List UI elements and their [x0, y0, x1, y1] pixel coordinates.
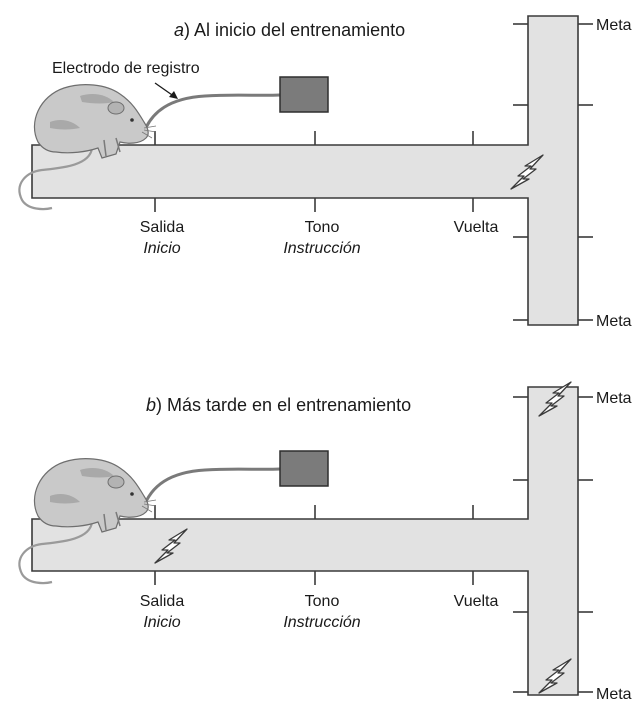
label-tone-a: Tono — [305, 219, 340, 236]
label-turn-a: Vuelta — [454, 219, 499, 236]
label-start-sub-a: Inicio — [143, 240, 180, 257]
arm-ticks-a — [513, 23, 593, 321]
recording-device-icon — [279, 450, 329, 487]
t-maze-a — [31, 15, 579, 326]
label-start-b: Salida — [140, 593, 185, 610]
electrode-wire-b — [140, 467, 281, 513]
panel-a: Electrodo de registro a) Al inicio del e… — [18, 15, 632, 330]
label-tone-sub-b: Instrucción — [283, 614, 360, 631]
panel-b: b) Más tarde en el entrenamiento Salida … — [18, 381, 632, 703]
recording-device-icon — [279, 76, 329, 113]
label-goal-top-a: Meta — [596, 17, 632, 34]
corridor-ticks-b — [154, 505, 474, 585]
panel-b-caption: b) Más tarde en el entrenamiento — [146, 395, 411, 415]
electrode-label: Electrodo de registro — [52, 60, 200, 77]
label-tone-b: Tono — [305, 593, 340, 610]
electrode-wire-a — [140, 93, 281, 139]
arm-ticks-b — [513, 396, 593, 693]
electrode-arrow — [154, 82, 178, 99]
label-goal-bottom-b: Meta — [596, 686, 632, 703]
label-turn-b: Vuelta — [454, 593, 499, 610]
label-goal-bottom-a: Meta — [596, 313, 632, 330]
label-start-a: Salida — [140, 219, 185, 236]
label-start-sub-b: Inicio — [143, 614, 180, 631]
panel-a-caption: a) Al inicio del entrenamiento — [174, 20, 405, 40]
corridor-ticks-a — [154, 131, 474, 212]
t-maze-b — [31, 386, 579, 696]
label-tone-sub-a: Instrucción — [283, 240, 360, 257]
label-goal-top-b: Meta — [596, 390, 632, 407]
